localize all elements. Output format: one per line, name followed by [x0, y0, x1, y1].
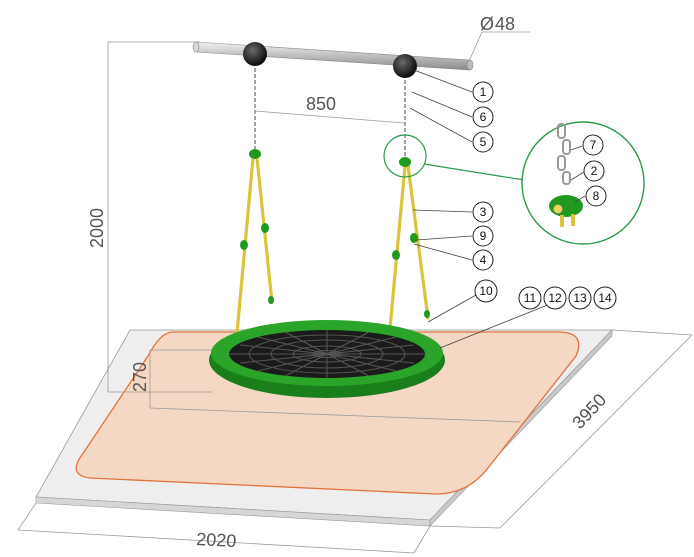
pipe-diameter-symbol: Ø: [480, 14, 494, 34]
svg-text:3: 3: [480, 205, 487, 219]
safety-area: [75, 331, 580, 495]
callout-5: 5: [472, 131, 494, 153]
callout-8: 8: [585, 185, 607, 207]
callout-2: 2: [583, 160, 605, 182]
svg-text:12: 12: [548, 291, 562, 305]
nest-swing-seat: [209, 320, 445, 398]
detail-magnifier: [383, 121, 645, 245]
callout-4: 4: [472, 249, 494, 271]
svg-text:11: 11: [524, 291, 537, 305]
svg-text:6: 6: [480, 110, 487, 124]
callout-7: 7: [582, 134, 604, 156]
callout-1: 1: [472, 81, 494, 103]
seat-height-label: 270: [130, 362, 150, 392]
height-label: 2000: [87, 208, 107, 248]
crossbar-pipe: [192, 41, 474, 71]
callout-12: 12: [543, 286, 567, 310]
svg-text:2: 2: [591, 164, 598, 178]
ball-joint-right: [393, 54, 417, 78]
ball-joint-left: [243, 42, 267, 66]
svg-text:14: 14: [598, 291, 612, 305]
rope-connectors: [233, 149, 430, 348]
chains: [254, 68, 406, 160]
callout-6: 6: [472, 106, 494, 128]
callout-10: 10: [474, 279, 498, 303]
svg-text:9: 9: [480, 229, 487, 243]
callout-11: 11: [518, 286, 542, 310]
callout-9: 9: [472, 225, 494, 247]
area-width-label: 2020: [196, 529, 237, 551]
dimension-lines: [17, 31, 693, 554]
callout-3: 3: [472, 201, 494, 223]
area-length-label: 3950: [568, 390, 610, 433]
svg-text:1: 1: [480, 85, 487, 99]
callout-leaders: [409, 69, 561, 349]
svg-text:5: 5: [480, 135, 487, 149]
svg-text:10: 10: [479, 284, 493, 298]
suspension-spacing-label: 850: [306, 94, 336, 114]
callout-14: 14: [593, 286, 617, 310]
svg-text:13: 13: [573, 291, 587, 305]
svg-text:4: 4: [480, 253, 487, 267]
svg-text:8: 8: [593, 189, 600, 203]
callout-13: 13: [568, 286, 592, 310]
pipe-diameter-label: 48: [495, 14, 515, 34]
svg-text:7: 7: [590, 138, 597, 152]
